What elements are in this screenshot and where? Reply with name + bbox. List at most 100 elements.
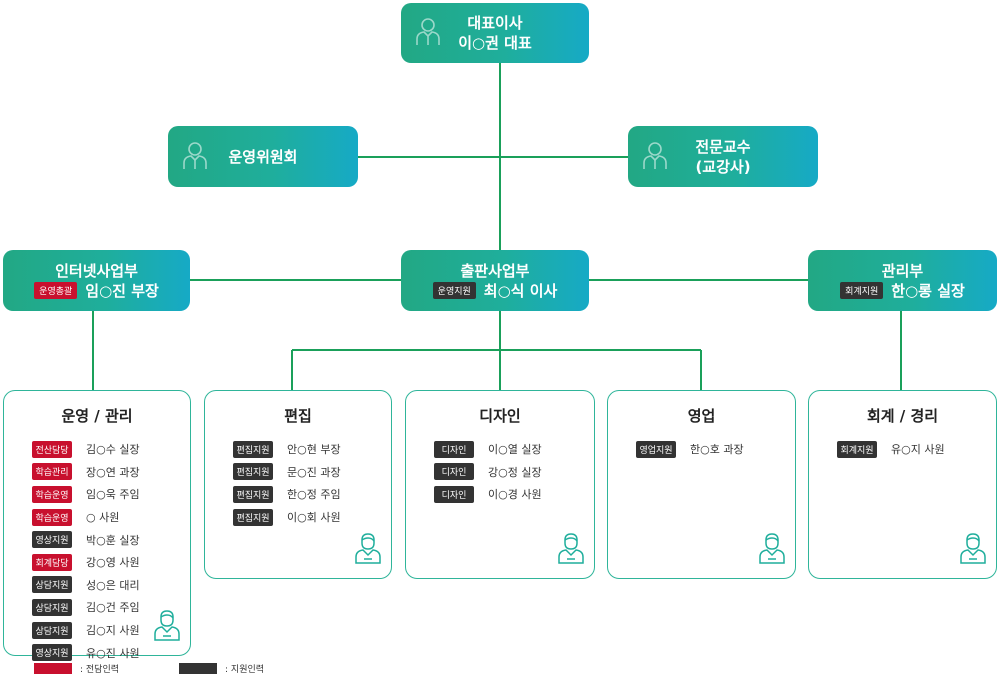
- professor-sub: (교강사): [695, 157, 751, 176]
- role-tag: 전산담당: [32, 440, 72, 458]
- role-tag: 상담지원: [32, 621, 72, 639]
- member-name: 유○지 사원: [891, 443, 945, 457]
- member-name: 이○열 실장: [488, 443, 542, 457]
- internet-dept-node: 인터넷사업부 운영총괄 임○진 부장: [3, 250, 190, 311]
- role-tag: 편집지원: [233, 440, 273, 458]
- member-row: 회계지원 유○지 사원: [837, 438, 996, 461]
- person-icon: [642, 140, 668, 174]
- publishing-dept-title: 출판사업부: [460, 261, 530, 280]
- role-tag: 학습운영: [32, 485, 72, 503]
- member-row: 전산담당 김○수 실장: [32, 438, 190, 461]
- member-name: 김○지 사원: [86, 624, 140, 638]
- team-title: 운영 / 관리: [61, 407, 133, 425]
- legend-dark-swatch: [179, 663, 218, 674]
- member-row: 편집지원 한○정 주임: [233, 483, 391, 506]
- role-tag: 상담지원: [32, 598, 72, 616]
- internet-dept-tag: 운영총괄: [34, 282, 78, 299]
- ceo-name: 이○권 대표: [458, 34, 532, 52]
- legend-dark-label: : 지원인력: [225, 665, 265, 675]
- admin-dept-head: 한○롱 실장: [891, 281, 965, 300]
- role-tag: 학습관리: [32, 463, 72, 481]
- role-tag: 디자인: [434, 440, 474, 458]
- member-row: 편집지원 이○회 사원: [233, 506, 391, 529]
- member-name: 강○정 실장: [488, 465, 542, 479]
- member-list: 회계지원 유○지 사원: [809, 438, 996, 461]
- member-row: 디자인 강○정 실장: [434, 461, 594, 484]
- team-title: 영업: [687, 407, 716, 425]
- admin-dept-tag: 회계지원: [840, 282, 884, 299]
- member-row: 학습운영 ○ 사원: [32, 506, 190, 529]
- role-tag: 학습운영: [32, 508, 72, 526]
- member-name: 이○경 사원: [488, 488, 542, 502]
- member-row: 학습관리 장○연 과장: [32, 461, 190, 484]
- member-row: 상담지원 김○지 사원: [32, 619, 190, 642]
- person-icon: [759, 532, 785, 568]
- member-name: 김○건 주임: [86, 601, 140, 615]
- role-tag: 영상지원: [32, 644, 72, 662]
- member-name: 김○수 실장: [86, 443, 140, 457]
- member-list: 영업지원 한○호 과장: [608, 438, 795, 461]
- admin-dept-title: 관리부: [881, 261, 924, 280]
- role-tag: 영상지원: [32, 531, 72, 549]
- member-row: 편집지원 문○진 과장: [233, 461, 391, 484]
- team-title: 편집: [284, 407, 312, 425]
- member-row: 영상지원 유○진 사원: [32, 641, 190, 664]
- member-row: 디자인 이○열 실장: [434, 438, 594, 461]
- role-tag: 편집지원: [233, 463, 273, 481]
- person-icon: [355, 532, 381, 568]
- role-tag: 편집지원: [233, 485, 273, 503]
- publishing-dept-tag: 운영지원: [432, 282, 476, 299]
- member-row: 영업지원 한○호 과장: [636, 438, 795, 461]
- role-tag: 영업지원: [636, 440, 676, 458]
- person-icon: [154, 609, 180, 645]
- member-name: 문○진 과장: [287, 465, 341, 479]
- member-name: 이○회 사원: [287, 511, 341, 525]
- internet-dept-head: 임○진 부장: [85, 281, 159, 300]
- role-tag: 디자인: [434, 485, 474, 503]
- person-icon: [415, 16, 441, 50]
- member-name: 장○연 과장: [86, 465, 140, 479]
- member-name: ○ 사원: [86, 511, 120, 525]
- ceo-node: 대표이사 이○권 대표: [401, 3, 589, 63]
- member-name: 한○정 주임: [287, 488, 341, 502]
- member-name: 유○진 사원: [86, 646, 140, 660]
- role-tag: 회계담당: [32, 553, 72, 571]
- internet-dept-title: 인터넷사업부: [55, 261, 138, 280]
- team-title: 회계 / 경리: [866, 407, 939, 425]
- member-row: 상담지원 성○은 대리: [32, 574, 190, 597]
- member-name: 성○은 대리: [86, 578, 140, 592]
- member-row: 상담지원 김○건 주임: [32, 596, 190, 619]
- professor-node: 전문교수 (교강사): [628, 126, 818, 187]
- admin-dept-node: 관리부 회계지원 한○롱 실장: [808, 250, 997, 311]
- person-icon: [182, 140, 208, 174]
- member-name: 박○훈 실장: [86, 533, 140, 547]
- member-row: 학습운영 임○욱 주임: [32, 483, 190, 506]
- member-name: 안○현 부장: [287, 443, 341, 457]
- committee-node: 운영위원회: [168, 126, 358, 187]
- person-icon: [558, 532, 584, 568]
- legend-red-label: : 전담인력: [80, 665, 120, 675]
- role-tag: 회계지원: [837, 440, 877, 458]
- team-title: 디자인: [479, 407, 521, 425]
- legend-red-swatch: [34, 663, 72, 674]
- committee-title: 운영위원회: [228, 147, 298, 166]
- publishing-dept-node: 출판사업부 운영지원 최○식 이사: [401, 250, 589, 311]
- role-tag: 상담지원: [32, 576, 72, 594]
- role-tag: 디자인: [434, 463, 474, 481]
- ceo-title: 대표이사: [467, 14, 523, 32]
- member-row: 편집지원 안○현 부장: [233, 438, 391, 461]
- legend: : 전담인력 : 지원인력: [34, 662, 264, 675]
- member-name: 한○호 과장: [690, 443, 744, 457]
- member-name: 임○욱 주임: [86, 488, 140, 502]
- professor-title: 전문교수: [695, 137, 751, 156]
- role-tag: 편집지원: [233, 508, 273, 526]
